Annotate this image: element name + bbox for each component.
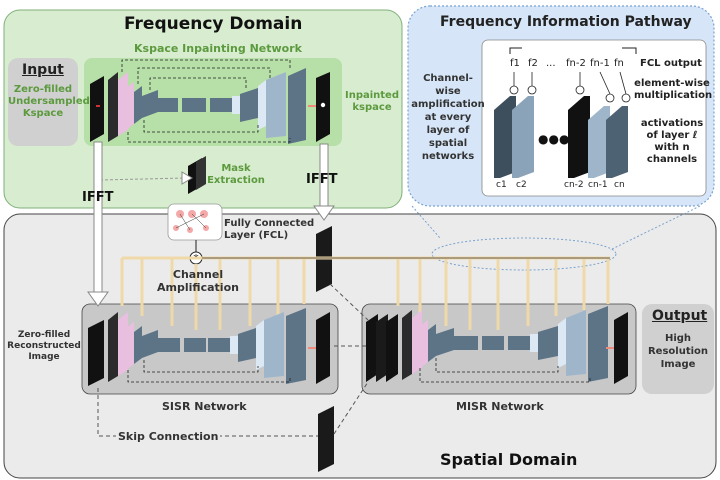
output-line-2: Resolution <box>647 346 709 357</box>
pathway-cn-2: cn-2 <box>564 180 584 190</box>
output-description: High Resolution Image <box>642 332 714 371</box>
channel-amplification-label: Channel Amplification <box>150 268 246 294</box>
input-title: Input <box>22 62 64 78</box>
input-box <box>8 58 78 146</box>
output-box <box>642 304 714 394</box>
pathway-fn: fn <box>614 58 624 69</box>
fcl-line-1: Fully Connected <box>224 218 315 229</box>
misr-network-label: MISR Network <box>456 400 544 413</box>
amplification-highlight-ellipse <box>431 237 617 271</box>
activations-line-2: of layer ℓ <box>646 130 698 141</box>
input-description: Zero-filled Undersampled Kspace <box>8 84 90 120</box>
ifft-left-arrow <box>87 141 109 307</box>
pathway-f2: f2 <box>528 58 538 69</box>
pathway-fcl-output: FCL output <box>640 58 702 69</box>
pathway-connector-right <box>609 205 701 251</box>
ifft-right-arrow <box>313 143 335 221</box>
mask-extraction-icon <box>188 156 206 194</box>
pathway-left-line-5: layer of <box>426 125 470 136</box>
pathway-dots: ●●● <box>538 132 570 146</box>
pathway-left-description: Channel- wise amplification at every lay… <box>410 72 486 163</box>
skip-to-misr-line <box>333 381 369 435</box>
input-desc-line-1: Zero-filled <box>13 84 73 95</box>
output-line-1: High <box>664 333 692 344</box>
pathway-connector-left <box>411 205 441 239</box>
output-title: Output <box>652 308 708 324</box>
pathway-left-line-6: spatial <box>428 138 468 149</box>
skip-connection-line <box>97 388 318 437</box>
elementwise-line-2: multiplication <box>634 90 713 101</box>
ifft-left-label: IFFT <box>82 190 114 205</box>
activations-line-4: channels <box>646 154 698 165</box>
pathway-fn-1: fn-1 <box>590 58 610 69</box>
spatial-domain-panel <box>3 213 717 479</box>
mask-line-1: Mask <box>221 163 251 174</box>
pathway-f-ellipsis: ... <box>546 58 556 69</box>
elementwise-line-1: element-wise <box>634 78 710 89</box>
misr-network-blocks <box>366 306 628 384</box>
zero-filled-label: Zero-filled Reconstructed Image <box>4 330 84 363</box>
amp-line-2: Amplification <box>157 281 239 294</box>
pathway-cn: cn <box>614 180 625 190</box>
pathway-left-line-1: Channel- <box>423 73 473 84</box>
pathway-left-line-7: networks <box>421 151 475 162</box>
mask-arrowhead <box>181 171 193 185</box>
skip-connection-image <box>318 406 334 472</box>
ifft-right-label: IFFT <box>306 172 338 187</box>
pathway-diagram <box>494 47 637 178</box>
output-line-3: Image <box>660 359 696 370</box>
activations-line-1: activations <box>640 118 704 129</box>
inpainted-line-2: kspace <box>352 102 392 113</box>
sisr-network-blocks <box>88 308 330 386</box>
sisr-network-label: SISR Network <box>162 400 247 413</box>
pathway-fn-2: fn-2 <box>566 58 586 69</box>
frequency-domain-title: Frequency Domain <box>124 14 303 34</box>
pathway-c2: c2 <box>516 180 527 190</box>
fcl-line-2: Layer (FCL) <box>224 230 289 241</box>
pathway-cn-1: cn-1 <box>588 180 608 190</box>
pathway-c1: c1 <box>496 180 507 190</box>
fcl-network-icon <box>167 203 223 241</box>
zero-filled-line-3: Image <box>28 352 60 362</box>
fcl-label: Fully Connected Layer (FCL) <box>224 218 314 242</box>
mask-extraction-label: Mask Extraction <box>206 163 266 187</box>
skip-connection-label: Skip Connection <box>116 430 221 443</box>
inpainted-line-1: Inpainted <box>344 90 399 101</box>
activations-line-3: with n <box>654 142 690 153</box>
spatial-domain-title: Spatial Domain <box>440 450 578 469</box>
amp-line-1: Channel <box>172 268 224 281</box>
pathway-activations: activations of layer ℓ with n channels <box>636 118 708 166</box>
pathway-title: Frequency Information Pathway <box>440 14 692 30</box>
input-desc-line-2: Undersampled <box>8 96 90 107</box>
pathway-left-line-4: at every <box>424 112 472 123</box>
kspace-network-label: Kspace Inpainting Network <box>134 42 302 55</box>
pathway-f1: f1 <box>510 58 520 69</box>
mask-line-2: Extraction <box>207 175 265 186</box>
pathway-elementwise: element-wise multiplication <box>634 78 713 102</box>
zero-filled-line-2: Reconstructed <box>7 341 81 351</box>
input-desc-line-3: Kspace <box>22 108 64 119</box>
pathway-left-line-3: amplification <box>411 99 485 110</box>
inpainted-kspace-label: Inpainted kspace <box>344 90 400 114</box>
zero-filled-line-1: Zero-filled <box>17 330 71 340</box>
pathway-left-line-2: wise <box>435 86 461 97</box>
mask-arrow <box>99 177 187 181</box>
image-to-misr-line <box>329 283 369 321</box>
kspace-network-blocks <box>90 59 330 144</box>
